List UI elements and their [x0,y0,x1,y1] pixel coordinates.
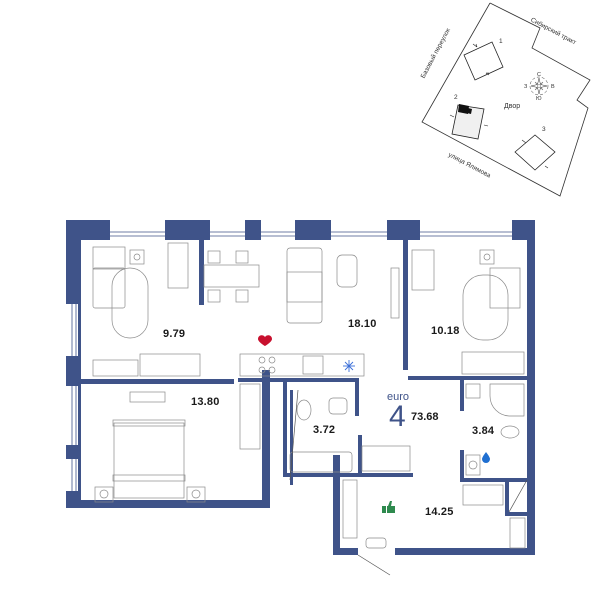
compass-west: З [524,84,528,90]
room-area-bedroom-3: 13.80 [191,396,220,408]
site-plan-drawing [421,2,591,197]
yard-label: Двор [504,103,521,110]
room-area-bathroom-2: 3.84 [472,425,495,437]
room-area-bedroom-2: 10.18 [431,325,460,337]
total-area: 73.68 [411,411,439,423]
compass-south: Ю [536,96,542,102]
site-plan: Сибирский тракт Базовый переулок улица Я… [410,0,600,200]
heart-icon [258,335,272,346]
compass-icon [529,76,549,96]
apartment-type-label: euro [387,391,410,403]
building-2-label: 2 [454,94,458,101]
room-area-bathroom-1: 3.72 [313,424,336,436]
compass-east: В [551,84,555,90]
room-area-living-kitchen: 18.10 [348,318,377,330]
building-3-label: 3 [542,126,546,133]
building-2 [451,104,485,140]
building-1 [463,41,504,81]
thumbs-up-icon [382,501,395,513]
room-area-hallway: 14.25 [425,506,454,518]
building-3 [514,134,556,171]
rooms-count: 4 [389,400,406,433]
building-1-label: 1 [499,38,503,45]
snowflake-icon [343,360,355,372]
water-drop-icon [482,452,490,463]
compass-north: С [537,72,541,78]
room-area-bedroom-1: 9.79 [163,328,186,340]
